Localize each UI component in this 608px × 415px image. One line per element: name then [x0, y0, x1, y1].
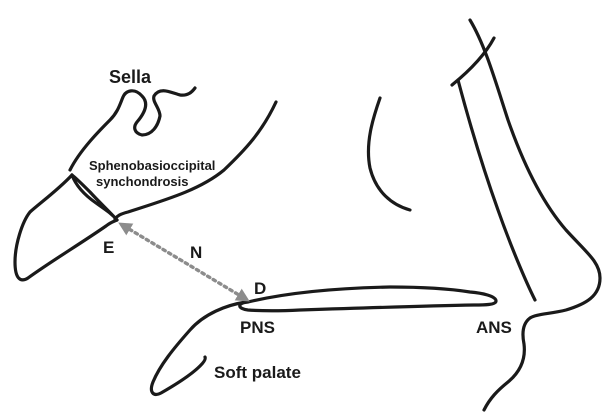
- point-d-label: D: [254, 279, 266, 298]
- synchondrosis-label-line1: Sphenobasioccipital: [89, 158, 215, 173]
- point-n-label: N: [190, 243, 202, 262]
- basiocciput-outline: [15, 175, 117, 280]
- point-e-label: E: [103, 238, 114, 257]
- synchondrosis-label-line2: synchondrosis: [96, 174, 188, 189]
- ans-label: ANS: [476, 318, 512, 337]
- sella-label: Sella: [109, 67, 152, 87]
- n-distance-line: [124, 226, 244, 298]
- facial-profile-outline: [470, 20, 600, 410]
- hard-palate-outline: [240, 287, 496, 311]
- soft-palate-label: Soft palate: [214, 363, 301, 382]
- pns-label: PNS: [240, 318, 275, 337]
- nasal-inner-contour: [458, 80, 535, 300]
- orbit-outline: [368, 98, 410, 210]
